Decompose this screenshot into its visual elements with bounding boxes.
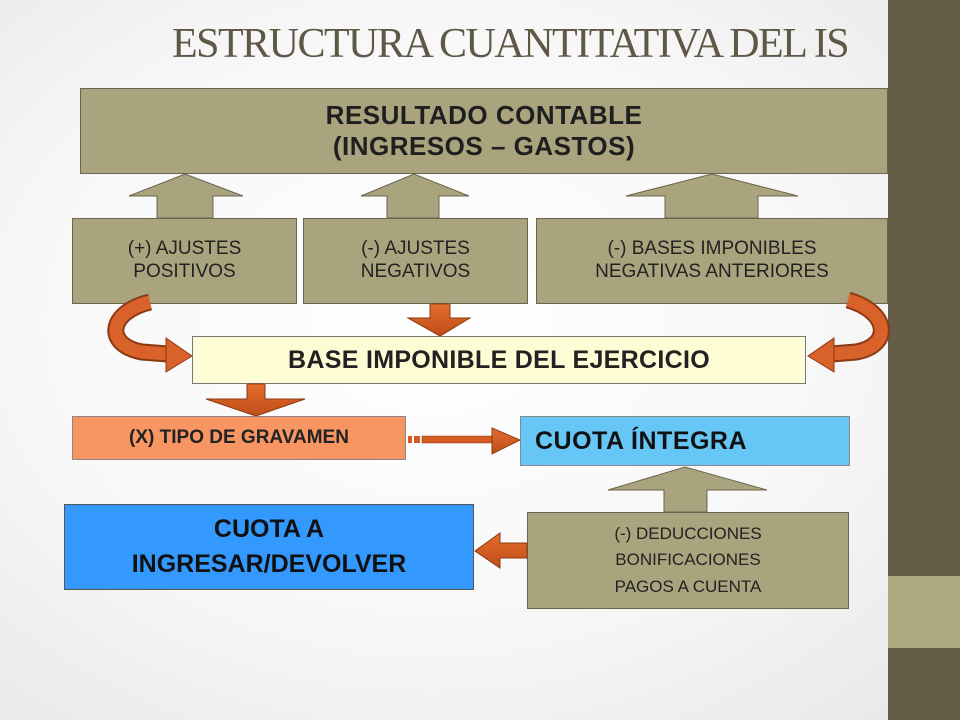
sidebar-accent-band — [888, 576, 960, 648]
arrow-right-cuota-integra — [408, 427, 522, 455]
arrow-up-ajustes-positivos — [128, 173, 244, 219]
arrow-up-deducciones — [607, 466, 768, 513]
arrow-down-base — [406, 303, 472, 337]
resultado-contable-box: RESULTADO CONTABLE (INGRESOS – GASTOS) — [80, 88, 888, 174]
bases-negativas-box: (-) BASES IMPONIBLES NEGATIVAS ANTERIORE… — [536, 218, 888, 304]
base-imponible-box: BASE IMPONIBLE DEL EJERCICIO — [192, 336, 806, 384]
cuota-ingresar-devolver-box: CUOTA A INGRESAR/DEVOLVER — [64, 504, 474, 590]
arrow-left-cuota-ingresar — [474, 532, 528, 569]
arrow-up-ajustes-negativos — [360, 173, 470, 219]
decorative-sidebar — [888, 0, 960, 720]
arrow-up-bases-negativas — [625, 173, 799, 219]
arrow-down-tipo — [205, 383, 306, 417]
ajustes-positivos-box: (+) AJUSTES POSITIVOS — [72, 218, 297, 304]
tipo-gravamen-box: (X) TIPO DE GRAVAMEN — [72, 416, 406, 460]
ajustes-negativos-box: (-) AJUSTES NEGATIVOS — [303, 218, 528, 304]
slide-title: ESTRUCTURA CUANTITATIVA DEL IS — [172, 21, 850, 67]
curved-arrow-right — [807, 291, 890, 373]
cuota-integra-box: CUOTA ÍNTEGRA — [520, 416, 850, 466]
curved-arrow-left — [107, 293, 193, 373]
deducciones-box: (-) DEDUCCIONES BONIFICACIONES PAGOS A C… — [527, 512, 849, 609]
